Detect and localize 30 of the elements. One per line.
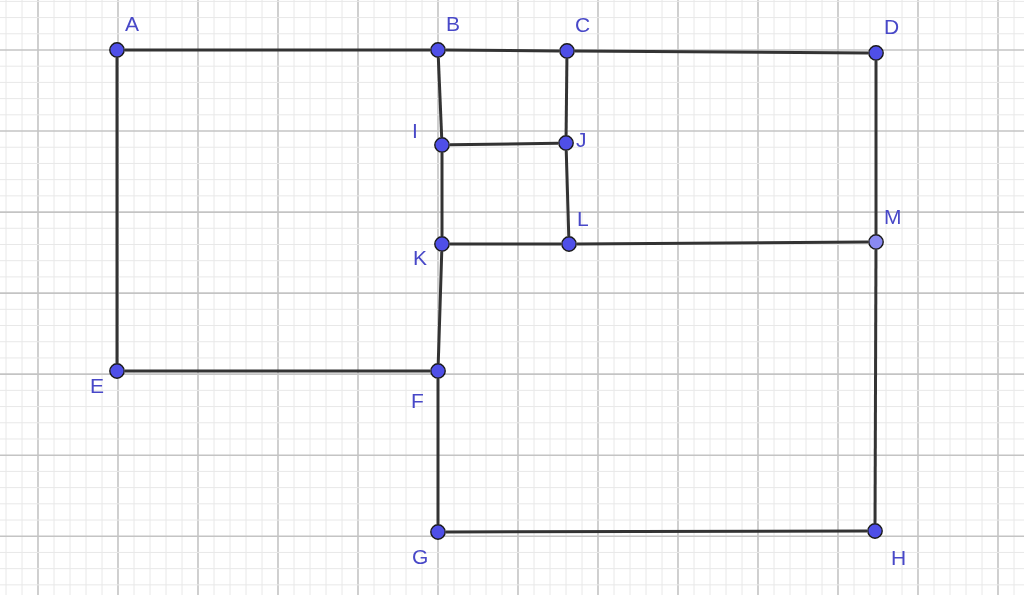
point-label: I <box>412 120 418 141</box>
point-label: H <box>891 547 907 568</box>
point-label: K <box>413 247 427 268</box>
line-segment <box>115 58 119 363</box>
point-label: D <box>884 16 900 37</box>
line-segment <box>577 240 868 246</box>
line-segment <box>564 150 571 237</box>
line-segment <box>575 49 868 55</box>
line-segment <box>436 251 444 364</box>
line-segment <box>436 57 444 138</box>
line-segment <box>873 250 878 523</box>
line-segment <box>125 369 430 373</box>
line-segment <box>564 59 569 135</box>
line-segment <box>436 379 440 524</box>
line-segment <box>446 48 559 53</box>
point-label: E <box>90 375 104 396</box>
point-label: F <box>411 390 424 411</box>
line-segment <box>446 529 867 534</box>
point-label: L <box>577 208 589 229</box>
point-label: B <box>446 13 460 34</box>
point-label: J <box>576 129 587 150</box>
point-label: G <box>412 546 429 567</box>
point-label: C <box>575 14 591 35</box>
point-label: A <box>125 13 139 34</box>
point-label: M <box>884 206 902 227</box>
line-segment <box>450 242 561 246</box>
line-segment <box>440 153 444 236</box>
line-segment <box>449 141 559 147</box>
line-segment <box>874 61 878 234</box>
line-segment <box>125 48 430 52</box>
